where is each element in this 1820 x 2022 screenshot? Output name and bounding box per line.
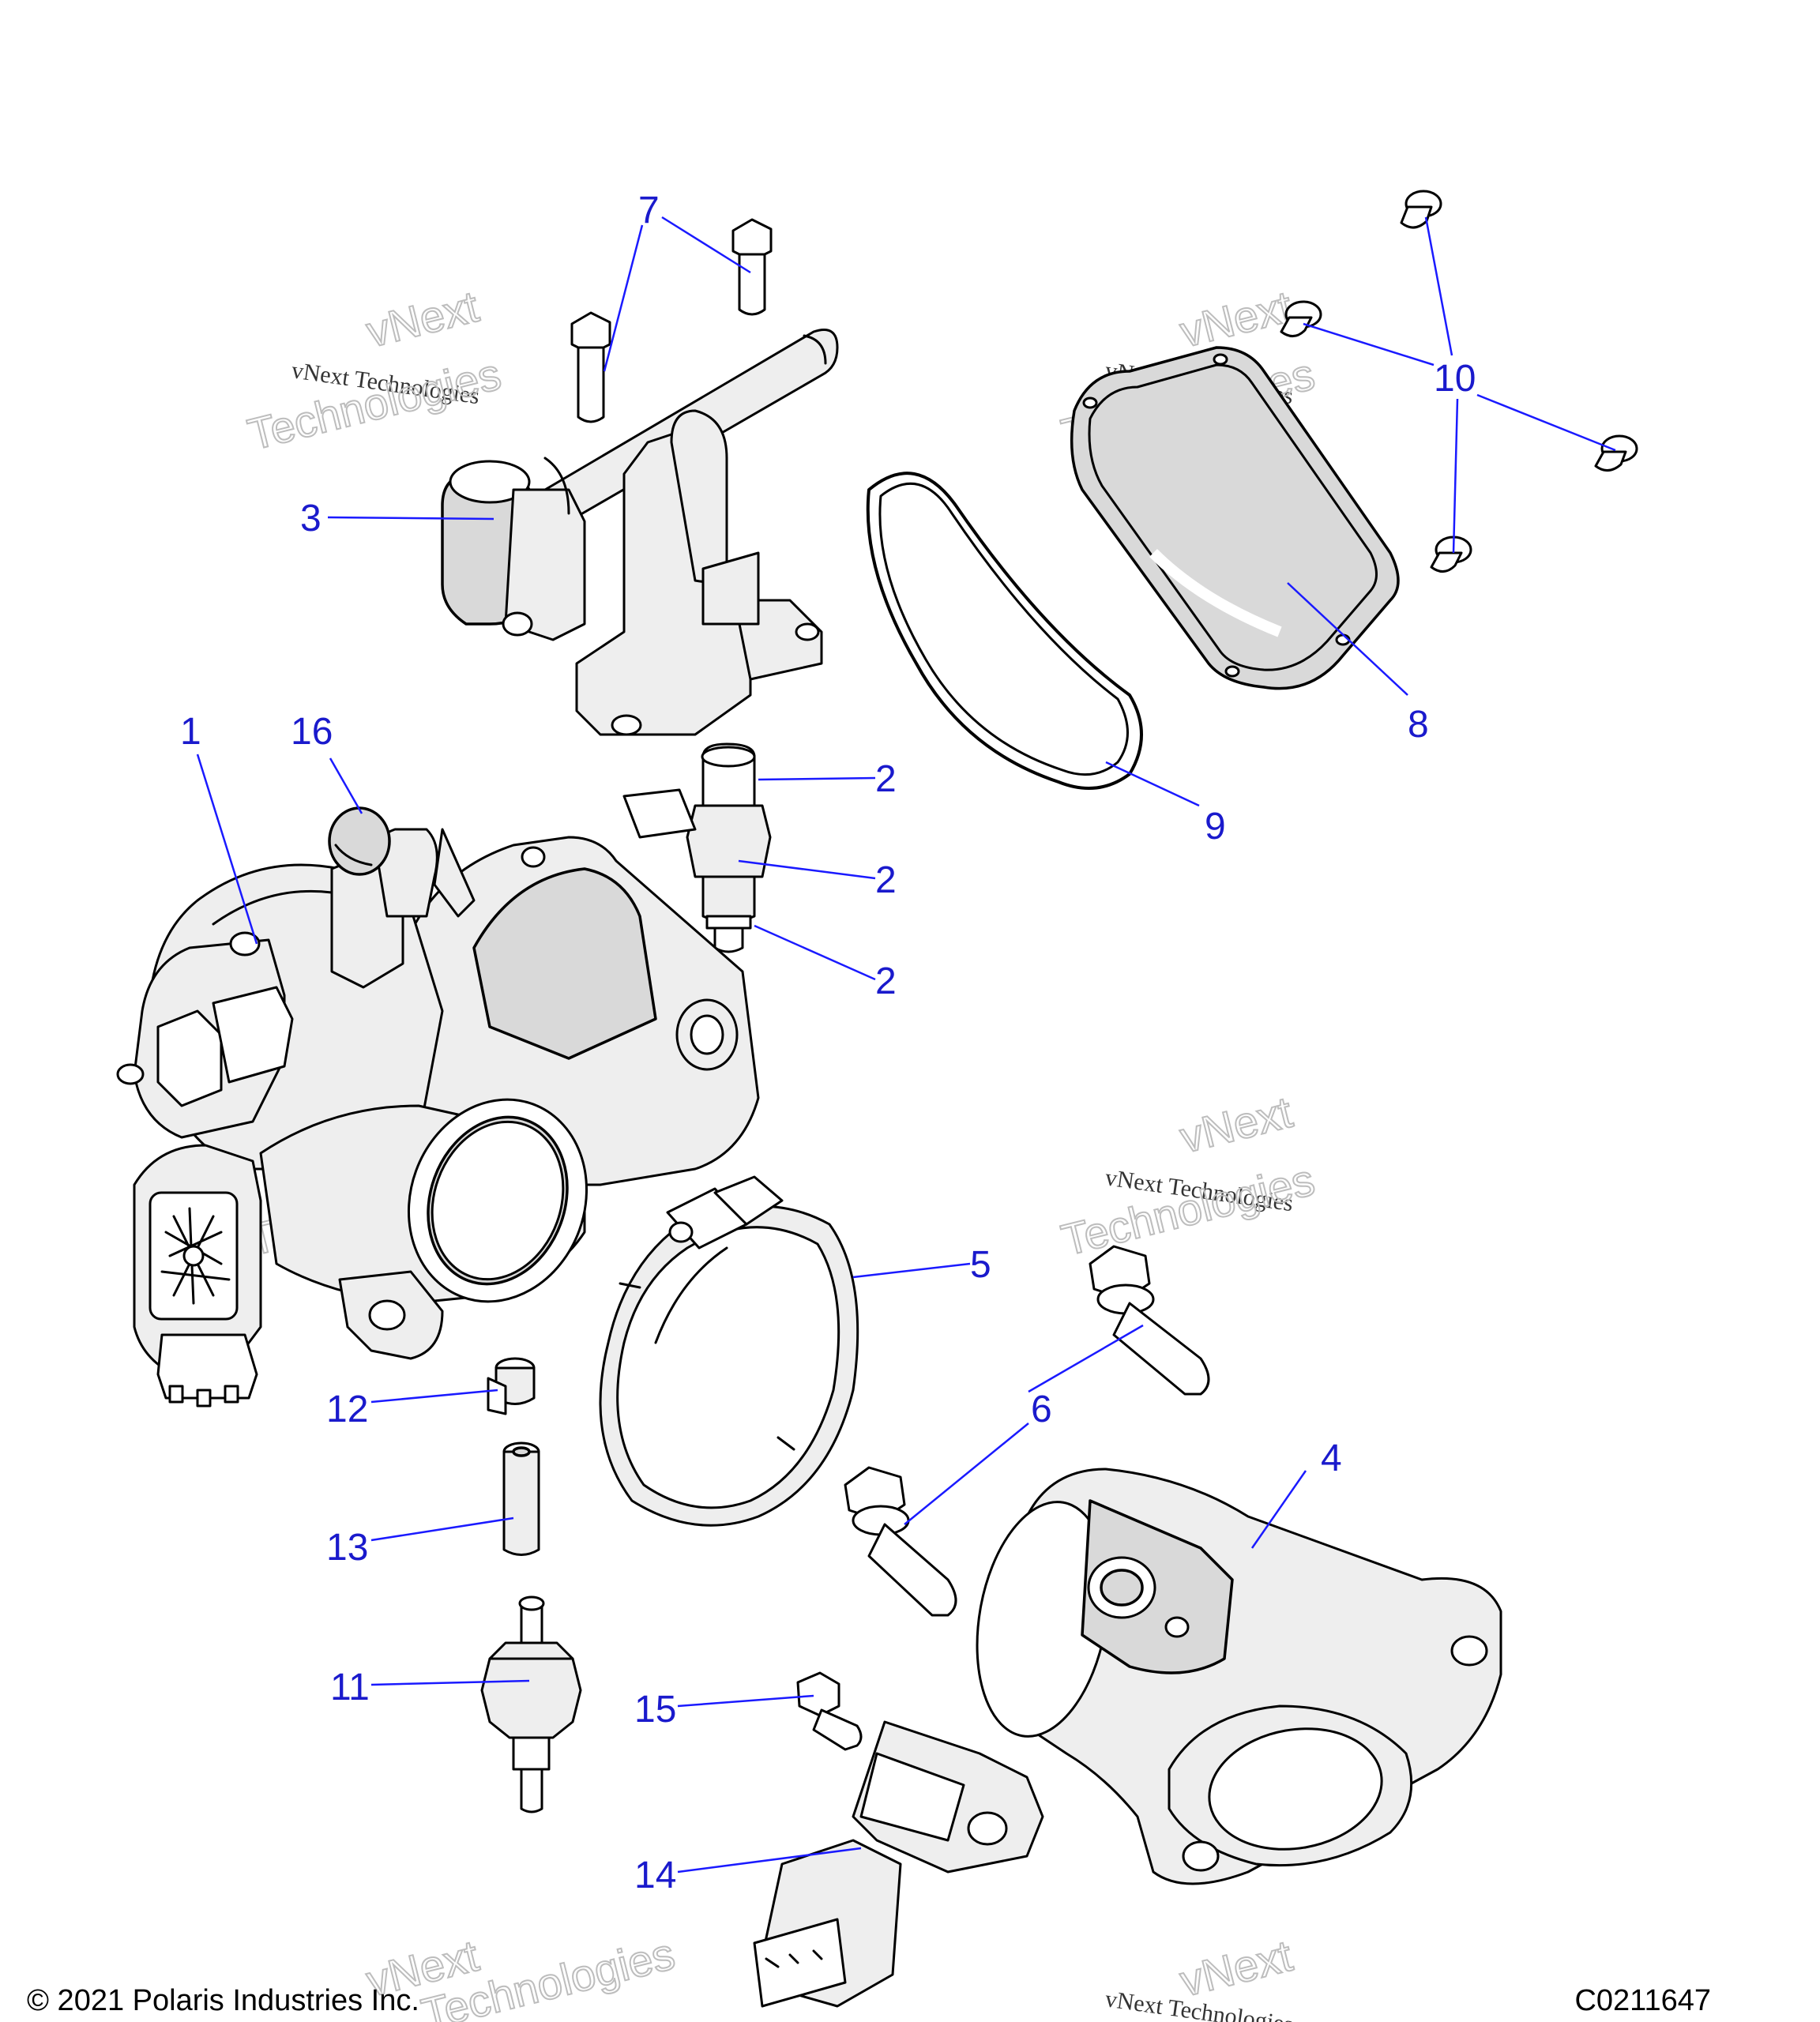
leader-13 <box>370 1516 514 1542</box>
leader-3 <box>327 516 494 521</box>
check-valve <box>480 1595 582 1813</box>
watermark-mid-right: vNext Technologies vNext Technologies <box>1056 1086 1320 1266</box>
cover-plate <box>1070 346 1400 690</box>
callout-2: 2 <box>875 758 897 800</box>
flange-bolt-a <box>1089 1245 1210 1396</box>
watermark-brand: vNext <box>1175 1087 1298 1163</box>
map-sensor <box>753 1720 1044 2008</box>
leader-9 <box>1105 761 1200 807</box>
leader-16 <box>329 757 363 814</box>
leader-5 <box>852 1262 971 1279</box>
callout-1: 1 <box>180 711 201 753</box>
leader-8 <box>1287 582 1408 696</box>
leader-15 <box>677 1694 814 1708</box>
leader-10d <box>1452 398 1459 554</box>
flange-bolt-b <box>844 1466 957 1617</box>
leader-7b <box>603 224 644 372</box>
watermark-brand: vNext <box>362 281 484 357</box>
screw-d <box>1430 536 1472 573</box>
leader-10a <box>1424 216 1453 356</box>
leader-2a <box>758 776 876 781</box>
leader-7a <box>661 216 751 274</box>
fuel-injector <box>622 742 772 953</box>
callout-15: 15 <box>634 1689 676 1731</box>
hose-clip <box>487 1357 536 1415</box>
watermark-brand: vNext <box>1175 281 1298 357</box>
leader-6b <box>904 1423 1029 1525</box>
callout-9: 9 <box>1205 806 1226 848</box>
leader-10c <box>1476 393 1616 452</box>
sensor-screw <box>796 1671 863 1751</box>
leader-11 <box>370 1679 530 1686</box>
hose-clamp <box>599 1175 859 1527</box>
callout-2: 2 <box>875 859 897 901</box>
leader-6a <box>1028 1324 1144 1393</box>
callout-2: 2 <box>875 960 897 1002</box>
leader-10b <box>1303 322 1435 366</box>
fuel-rail-bolt-b <box>570 311 611 423</box>
callout-14: 14 <box>634 1855 676 1896</box>
screw-b <box>1280 300 1322 337</box>
watermark-brand: vNext <box>1175 1930 1298 2006</box>
leader-12 <box>370 1389 498 1404</box>
callout-10: 10 <box>1434 358 1476 400</box>
callout-13: 13 <box>326 1527 368 1569</box>
throttle-body <box>116 806 760 1408</box>
leader-2b <box>738 859 876 880</box>
leader-4 <box>1250 1470 1307 1549</box>
leader-2c <box>754 924 876 981</box>
screw-a <box>1400 190 1442 229</box>
drawing-number: C0211647 <box>1574 1984 1711 2017</box>
callout-16: 16 <box>291 711 333 753</box>
callout-5: 5 <box>970 1244 991 1286</box>
o-ring-seal <box>866 472 1143 790</box>
callout-6: 6 <box>1031 1389 1052 1430</box>
callout-3: 3 <box>300 498 322 539</box>
hose <box>502 1441 540 1556</box>
leader-1 <box>196 754 258 945</box>
callout-11: 11 <box>330 1667 370 1708</box>
fuel-rail-assembly <box>441 329 839 736</box>
watermark-bottom-right: vNext Technologies vNext <box>1104 1930 1298 2022</box>
fuel-rail-bolt-a <box>731 218 773 316</box>
leader-14 <box>677 1847 862 1874</box>
leader-lines <box>196 216 1616 1874</box>
watermark-top-left: vNext Technologies vNext Technologies <box>243 280 506 460</box>
callout-8: 8 <box>1408 704 1429 746</box>
intake-boot <box>976 1468 1502 1885</box>
callout-4: 4 <box>1321 1438 1342 1479</box>
callout-12: 12 <box>326 1389 368 1430</box>
callouts: 1 2 2 2 3 4 5 6 7 8 9 10 11 12 13 14 15 … <box>180 190 1476 1896</box>
callout-7: 7 <box>638 190 660 231</box>
screw-c <box>1594 434 1638 472</box>
copyright-notice: © 2021 Polaris Industries Inc. <box>27 1984 419 2017</box>
watermark-bottom-left: vNext Technologies <box>361 1927 680 2022</box>
watermark-text: Technologies <box>1057 1154 1319 1265</box>
watermark-text: Technologies <box>243 348 506 459</box>
